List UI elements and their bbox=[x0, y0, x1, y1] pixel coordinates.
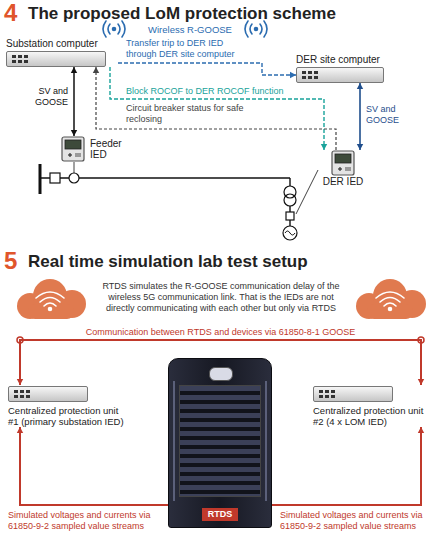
node-label: Substation computer bbox=[6, 38, 118, 50]
device-led bbox=[24, 55, 28, 58]
computer-box: DER site computer bbox=[296, 54, 396, 83]
cloud-5g bbox=[17, 279, 426, 319]
device-bar bbox=[296, 67, 384, 83]
ied-icon bbox=[60, 136, 86, 162]
device-led bbox=[302, 76, 306, 79]
device-led bbox=[319, 395, 323, 398]
connector bbox=[110, 67, 324, 150]
device-led bbox=[308, 76, 312, 79]
ied-symbol bbox=[330, 150, 356, 176]
panel-number: 4 bbox=[4, 0, 28, 26]
ied-icon bbox=[330, 150, 356, 176]
connector bbox=[359, 83, 361, 150]
link-label: Wireless R-GOOSE bbox=[140, 24, 240, 35]
rack-badge bbox=[209, 367, 233, 381]
device-led bbox=[331, 395, 335, 398]
note-text: RTDS simulates the R-GOOSE communication… bbox=[100, 281, 342, 314]
arrow-head bbox=[321, 144, 327, 150]
device-led bbox=[12, 60, 16, 63]
device-led bbox=[26, 395, 30, 398]
connector bbox=[20, 427, 168, 505]
edge-label: Simulated voltages and currents via 6185… bbox=[8, 510, 163, 532]
arrow-head bbox=[418, 427, 424, 433]
device-led bbox=[12, 55, 16, 58]
edge-label: Circuit breaker status for safe reclosin… bbox=[126, 103, 251, 125]
node-label: DER site computer bbox=[296, 54, 396, 66]
protection-unit: Centralized protection unit #2 (4 x LOM … bbox=[313, 385, 433, 427]
device-led bbox=[308, 71, 312, 74]
connector bbox=[73, 67, 75, 136]
arrow-head bbox=[71, 67, 77, 73]
device-led bbox=[319, 390, 323, 393]
device-led bbox=[18, 55, 22, 58]
edge-label: SV and GOOSE bbox=[366, 104, 416, 126]
node-label: DER IED bbox=[323, 176, 364, 188]
computer-box: Substation computer bbox=[6, 38, 118, 67]
device-led bbox=[24, 60, 28, 63]
device-bar bbox=[8, 386, 88, 402]
device-led bbox=[302, 71, 306, 74]
device-led bbox=[20, 395, 24, 398]
wireless-icon bbox=[103, 21, 267, 37]
panel-heading: The proposed LoM protection scheme bbox=[28, 4, 408, 24]
arrow-head bbox=[71, 130, 77, 136]
rack-shelves bbox=[179, 385, 261, 497]
ied-device: DER IED bbox=[318, 150, 368, 188]
network-single-line bbox=[40, 162, 318, 240]
device-bar bbox=[6, 51, 106, 67]
edge-label: Communication between RTDS and devices v… bbox=[40, 327, 401, 338]
device-led bbox=[325, 390, 329, 393]
edge-label: SV and GOOSE bbox=[20, 86, 68, 108]
device-led bbox=[325, 395, 329, 398]
panel-heading: Real time simulation lab test setup bbox=[28, 252, 428, 272]
device-led bbox=[314, 71, 318, 74]
edge-label: Block ROCOF to DER ROCOF function bbox=[126, 86, 316, 97]
rtds-rack: RTDS bbox=[168, 358, 272, 528]
device-led bbox=[14, 395, 18, 398]
connector bbox=[272, 427, 421, 505]
node-label: Centralized protection unit #1 (primary … bbox=[8, 405, 128, 427]
edge-label: Simulated voltages and currents via 6185… bbox=[280, 510, 435, 532]
protection-unit: Centralized protection unit #1 (primary … bbox=[8, 385, 128, 427]
rack-label: RTDS bbox=[202, 508, 239, 521]
device-led bbox=[331, 390, 335, 393]
device-led bbox=[26, 390, 30, 393]
connector bbox=[118, 63, 296, 75]
device-led bbox=[18, 60, 22, 63]
device-led bbox=[20, 390, 24, 393]
arrow-head bbox=[93, 67, 99, 73]
arrow-head bbox=[357, 83, 363, 89]
edge-label: Transfer trip to DER IED through DER sit… bbox=[126, 38, 251, 60]
panel-number: 5 bbox=[4, 248, 28, 274]
ied-symbol bbox=[60, 136, 86, 162]
arrow-head bbox=[418, 379, 424, 385]
device-led bbox=[314, 76, 318, 79]
node-label: Feeder IED bbox=[90, 138, 130, 160]
rack-rails bbox=[173, 381, 267, 501]
arrow-head bbox=[357, 144, 363, 150]
ied-device: Feeder IED bbox=[60, 136, 140, 162]
arrow-head bbox=[17, 427, 23, 433]
arrow-head bbox=[17, 379, 23, 385]
device-bar bbox=[313, 386, 393, 402]
node-label: Centralized protection unit #2 (4 x LOM … bbox=[313, 405, 433, 427]
device-led bbox=[14, 390, 18, 393]
